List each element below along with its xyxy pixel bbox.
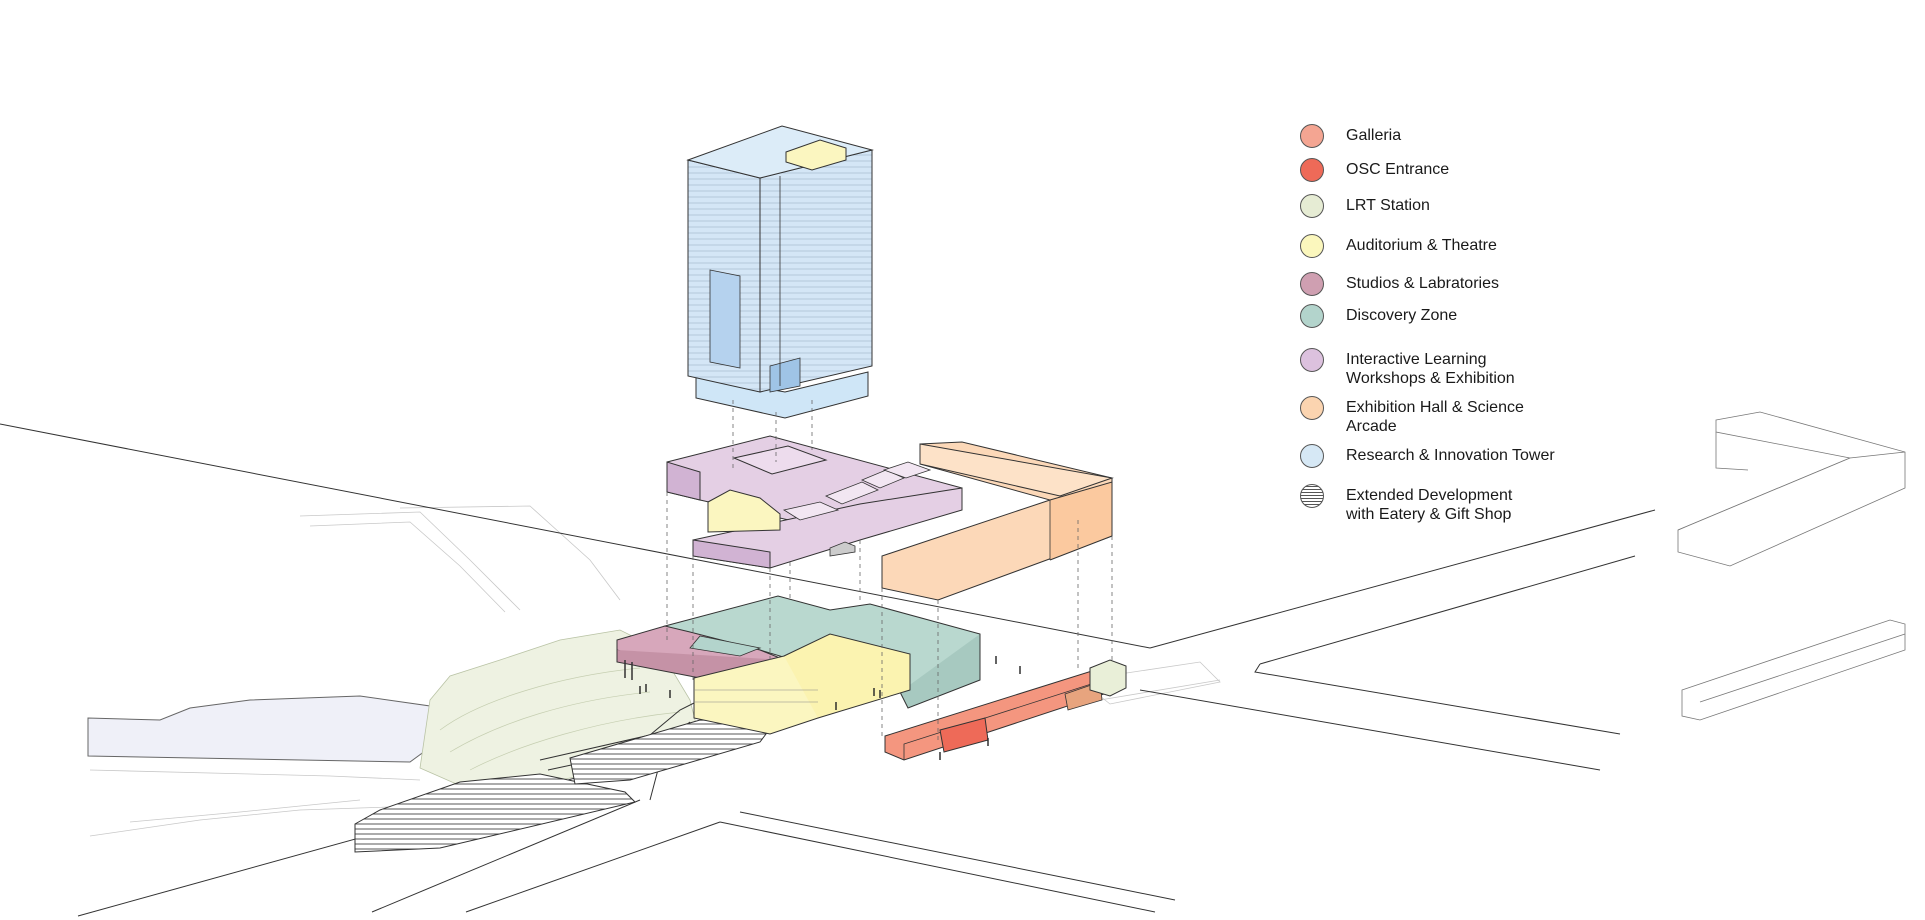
people-markers <box>639 656 1021 760</box>
legend-swatch-tower <box>1300 444 1324 468</box>
legend-swatch-auditorium <box>1300 234 1324 258</box>
legend-label-line: Auditorium & Theatre <box>1346 237 1497 254</box>
tower-roof <box>686 125 874 179</box>
legend-swatch-galleria <box>1300 124 1324 148</box>
legend-swatch-interactive <box>1300 348 1324 372</box>
legend-label-line: Research & Innovation Tower <box>1346 447 1555 464</box>
site-context <box>0 423 1656 917</box>
legend-label-lrt: LRT Station <box>1346 196 1430 215</box>
legend-label-osc: OSC Entrance <box>1346 160 1449 179</box>
middle-level <box>666 435 1114 601</box>
legend-label-studios: Studios & Labratories <box>1346 274 1499 293</box>
legend-label-line: with Eatery & Gift Shop <box>1346 506 1512 523</box>
detail-sketches <box>1677 411 1906 721</box>
extended-development-parcel-south <box>354 773 636 853</box>
water-body <box>87 695 441 763</box>
legend-label-tower: Research & Innovation Tower <box>1346 446 1555 465</box>
legend-label-line: Exhibition Hall & Science <box>1346 399 1524 416</box>
projection-lines <box>666 400 1113 740</box>
legend-label-extended: Extended Development with Eatery & Gift S… <box>1346 486 1512 524</box>
legend-swatch-extended <box>1300 484 1324 508</box>
legend-swatch-discovery <box>1300 304 1324 328</box>
lrt-station-block <box>1089 659 1127 697</box>
legend-label-line: Extended Development <box>1346 487 1513 504</box>
legend-swatch-lrt <box>1300 194 1324 218</box>
legend-label-line: Discovery Zone <box>1346 307 1458 324</box>
extended-development-parcel-north <box>569 719 776 785</box>
legend-label-line: OSC Entrance <box>1346 161 1450 178</box>
legend-swatch-osc <box>1300 158 1324 182</box>
legend-swatch-studios <box>1300 272 1324 296</box>
legend-label-line: LRT Station <box>1346 197 1430 214</box>
legend-label-line: Arcade <box>1346 418 1397 435</box>
legend-label-line: Galleria <box>1346 127 1402 144</box>
auditorium-upper-block <box>707 489 781 533</box>
research-tower <box>686 125 874 419</box>
legend-label-line: Interactive Learning <box>1346 351 1487 368</box>
tower-podium <box>695 371 869 419</box>
legend-label-auditorium: Auditorium & Theatre <box>1346 236 1497 255</box>
legend-label-line: Studios & Labratories <box>1346 275 1499 292</box>
legend-label-line: Workshops & Exhibition <box>1346 370 1515 387</box>
tower-side-face <box>759 149 873 393</box>
ground-level <box>616 595 1127 761</box>
faint-site-lines <box>89 505 1221 837</box>
legend-label-discovery: Discovery Zone <box>1346 306 1457 325</box>
landscape-contour <box>439 667 681 771</box>
legend-label-galleria: Galleria <box>1346 126 1401 145</box>
legend-swatch-exhibition <box>1300 396 1324 420</box>
